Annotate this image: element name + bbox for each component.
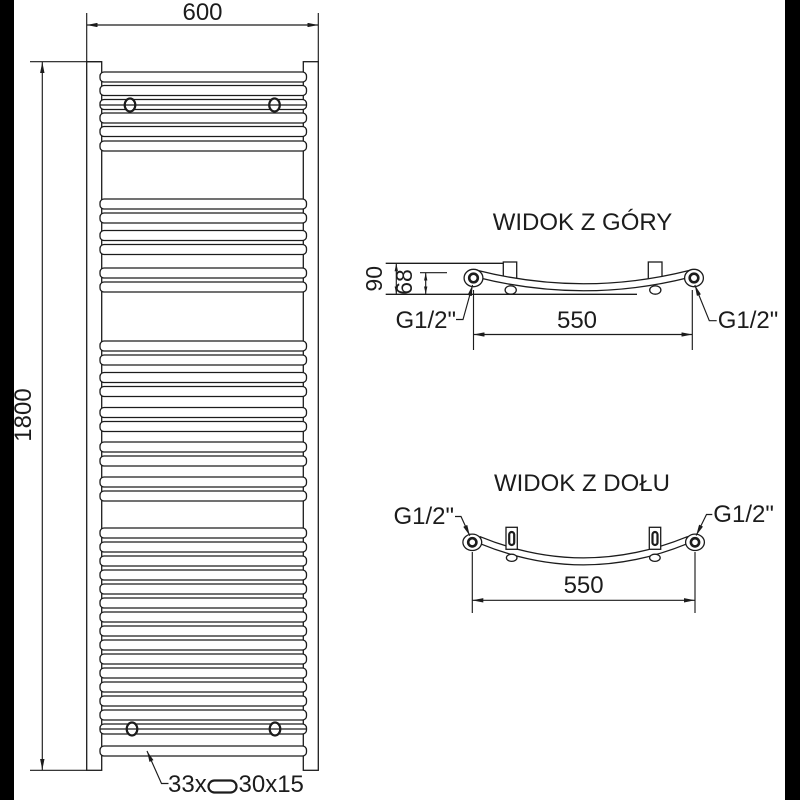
tube-row bbox=[99, 709, 308, 721]
tube-row bbox=[99, 441, 308, 453]
leader-line bbox=[455, 515, 471, 537]
tube-row bbox=[99, 455, 308, 467]
tube-row bbox=[99, 420, 308, 433]
tube-row bbox=[99, 112, 308, 124]
thread-left-label: G1/2" bbox=[393, 503, 454, 530]
tube-row bbox=[99, 597, 308, 609]
depth-dimension-68: 68 bbox=[391, 269, 447, 295]
tube-row bbox=[99, 229, 308, 242]
leader-line bbox=[146, 750, 169, 785]
tube-row bbox=[99, 667, 308, 679]
tube-row bbox=[99, 490, 308, 502]
top-view: WIDOK Z GÓRY 90 68 bbox=[361, 209, 778, 350]
tube-row bbox=[99, 681, 308, 693]
bracket-foot bbox=[504, 285, 517, 295]
tube-size-label: 30x15 bbox=[239, 771, 304, 798]
tube-row bbox=[99, 555, 308, 567]
thread-label-right: G1/2" bbox=[695, 501, 774, 536]
front-view: 600 1800 33x 30x15 bbox=[10, 0, 319, 798]
tube-row bbox=[99, 611, 308, 623]
tube-row bbox=[99, 354, 308, 366]
tube-row bbox=[99, 198, 308, 210]
bottom-view-title: WIDOK Z DOŁU bbox=[494, 470, 670, 497]
thread-right-label: G1/2" bbox=[718, 307, 779, 334]
right-fitting bbox=[683, 268, 705, 288]
tube-row bbox=[99, 476, 308, 488]
tube-row bbox=[99, 527, 308, 539]
thread-label-left: G1/2" bbox=[393, 503, 471, 537]
oval-profile-icon bbox=[207, 779, 238, 794]
tube-row bbox=[99, 583, 308, 595]
tube-row bbox=[99, 406, 308, 419]
tube-row bbox=[99, 541, 308, 553]
leader-line bbox=[456, 284, 474, 321]
tube-row bbox=[99, 625, 308, 637]
wall-bracket-left bbox=[505, 526, 518, 563]
tube-row bbox=[99, 745, 308, 757]
thread-label-left: G1/2" bbox=[395, 284, 474, 334]
width-dim-label: 600 bbox=[182, 0, 222, 26]
bracket-slot bbox=[651, 530, 659, 547]
thread-hole bbox=[689, 536, 701, 548]
tube-row bbox=[99, 639, 308, 651]
leader-line bbox=[694, 284, 717, 322]
bracket-foot bbox=[648, 553, 661, 563]
span-dim-label: 550 bbox=[557, 307, 597, 334]
tube-row bbox=[99, 71, 308, 83]
bracket-slot bbox=[508, 530, 516, 547]
thread-hole bbox=[688, 272, 700, 284]
left-fitting bbox=[462, 533, 483, 552]
thread-hole bbox=[466, 536, 478, 548]
right-border-bar bbox=[785, 0, 800, 800]
thread-left-label: G1/2" bbox=[395, 307, 456, 334]
thread-hole bbox=[467, 272, 480, 284]
top-view-title: WIDOK Z GÓRY bbox=[493, 209, 673, 236]
tube-row bbox=[99, 140, 308, 152]
tube-count-label: 33x bbox=[168, 771, 207, 798]
span-dimension: 550 bbox=[472, 290, 693, 350]
left-collector-rail bbox=[86, 61, 103, 771]
height-dimension: 1800 bbox=[10, 61, 102, 771]
tube-row bbox=[99, 243, 308, 256]
tube-row bbox=[99, 695, 308, 707]
tube-row bbox=[99, 385, 308, 398]
tube-row bbox=[99, 84, 308, 97]
tube-row bbox=[99, 340, 308, 352]
width-dimension: 600 bbox=[86, 0, 319, 62]
left-fitting bbox=[463, 268, 484, 288]
tube-row bbox=[99, 371, 308, 384]
tube-row bbox=[99, 125, 308, 138]
tube-row bbox=[99, 281, 308, 293]
tube-profile-label: 33x 30x15 bbox=[146, 750, 304, 798]
tube-rows bbox=[99, 71, 308, 757]
tube-row bbox=[99, 212, 308, 224]
inner-depth-dim-label: 68 bbox=[391, 269, 417, 295]
depth-dim-label: 90 bbox=[361, 266, 387, 292]
bracket-foot bbox=[505, 553, 518, 563]
mounting-points bbox=[100, 97, 307, 737]
leader-line bbox=[695, 513, 713, 536]
wall-bracket-right bbox=[648, 526, 662, 563]
thread-right-label: G1/2" bbox=[713, 501, 774, 528]
thread-label-right: G1/2" bbox=[694, 284, 779, 334]
tube-row bbox=[99, 267, 308, 279]
height-dim-label: 1800 bbox=[10, 388, 37, 441]
bracket-foot bbox=[649, 285, 662, 295]
right-fitting bbox=[684, 533, 706, 552]
span-dim-label: 550 bbox=[564, 572, 604, 599]
tube-row bbox=[99, 569, 308, 581]
span-dimension: 550 bbox=[471, 552, 696, 613]
bottom-view: WIDOK Z DOŁU 550 bbox=[393, 470, 774, 613]
tube-row bbox=[99, 653, 308, 665]
depth-dimension-90: 90 bbox=[361, 263, 398, 295]
left-border-bar bbox=[0, 0, 14, 800]
